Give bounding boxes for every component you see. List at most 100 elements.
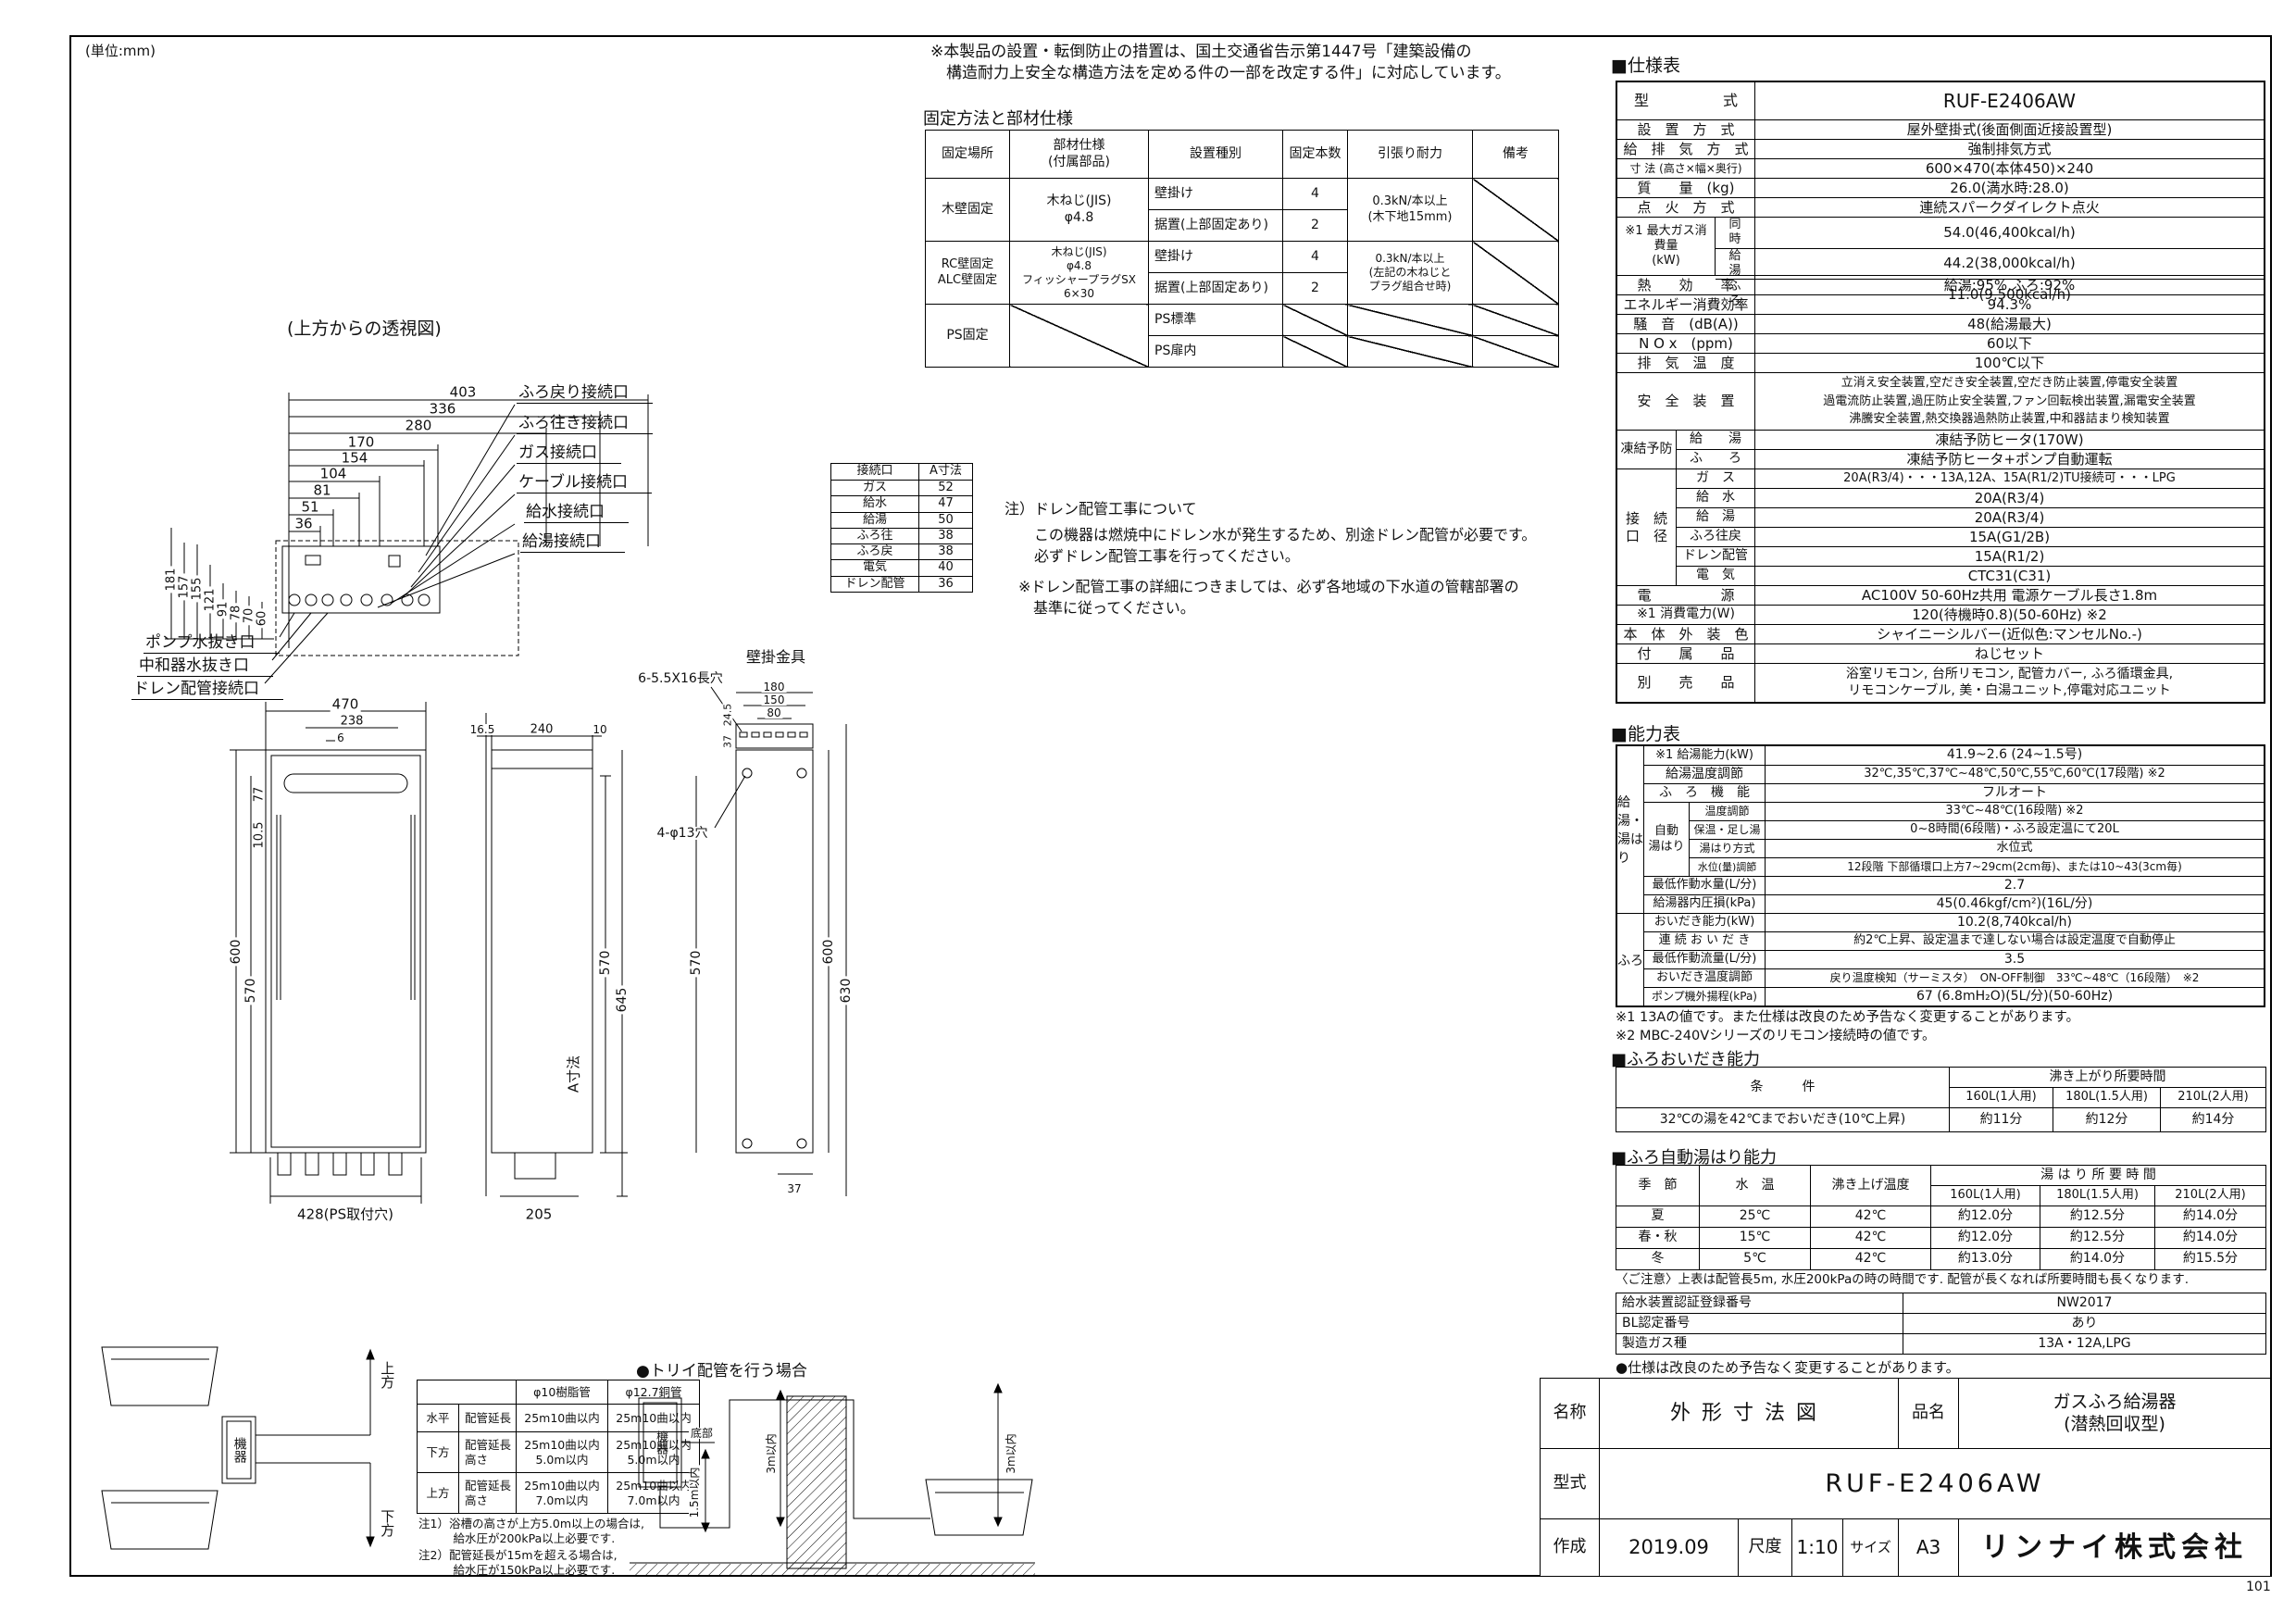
- top-vdim: 91: [216, 599, 231, 619]
- cap-r12-value: 3.5: [2003, 951, 2026, 967]
- piping-item: 配管延長: [458, 1404, 517, 1432]
- spec-accessories-value: ねじセット: [1974, 644, 2044, 662]
- yubari-targettemp: 42℃: [1810, 1248, 1931, 1270]
- top-dim: 51: [299, 498, 321, 516]
- piping-dir: 下方: [417, 1431, 459, 1473]
- spec-weight-value: 26.0(満水時:28.0): [1950, 179, 2069, 196]
- title-model-value: RUF-E2406AW: [1598, 1448, 2272, 1519]
- cap-r13-value: 戻り温度検知（サーミスタ） ON-OFF制御 33℃~48℃（16段階） ※2: [1829, 971, 2200, 984]
- front-width2-dim: 238: [338, 714, 366, 729]
- bath-down-label: 下方: [379, 1509, 396, 1537]
- spec-power-label: 電 源: [1617, 586, 1755, 605]
- port-label-neutralizer-drain: 中和器水抜き口: [137, 656, 273, 678]
- title-name-label: 名称: [1540, 1378, 1600, 1449]
- top-vdim: 157: [177, 573, 192, 601]
- bracket-bottom-dim: 37: [785, 1182, 804, 1195]
- title-pn-value: ガスふろ給湯器 (潜熱回収型): [1958, 1378, 2272, 1449]
- spec-conn-s2: 給 水: [1677, 489, 1755, 507]
- piping-note2: 注2）配管延長が15mを超える場合は, 給水圧が150kPa以上必要です.: [418, 1548, 618, 1577]
- cap-auto-label: 自動 湯はり: [1644, 803, 1690, 876]
- cap-r3-value: フルオート: [1982, 784, 2047, 800]
- spec-gas-v2: 44.2(38,000kcal/h): [1943, 255, 2076, 272]
- a-row-label: ドレン配管: [830, 575, 919, 593]
- fixing-rc-count1: 4: [1282, 241, 1348, 273]
- front-height2-dim: 570: [243, 976, 258, 1006]
- title-pn-label: 品名: [1898, 1378, 1960, 1449]
- bracket-dim-630: 630: [839, 976, 854, 1006]
- spec-conn-label: 接 続 口 径: [1617, 469, 1677, 585]
- yubari-table: 季 節 水 温 沸き上げ温度 湯 は り 所 要 時 間 160L(1人用) 1…: [1616, 1165, 2266, 1270]
- a-row-label: 電気: [830, 559, 919, 577]
- spec-change-note: ●仕様は改良のため予告なく変更することがあります。: [1616, 1359, 1960, 1376]
- top-dim: 36: [293, 515, 315, 532]
- spec-install-label: 設 置 方 式: [1617, 120, 1755, 139]
- cert-r1-label: 給水装置認証登録番号: [1616, 1293, 1903, 1314]
- fixing-rc-parts: 木ねじ(JIS) φ4.8 フィッシャープラグSX 6×30: [1009, 241, 1149, 305]
- piping-value: 25m10曲以内 7.0m以内: [516, 1472, 608, 1514]
- top-dim: 280: [403, 417, 434, 434]
- top-dim: 336: [427, 400, 458, 418]
- cap-r1-label: ※1 給湯能力(kW): [1644, 746, 1766, 765]
- fixing-header-note: 備考: [1472, 130, 1559, 179]
- bracket-dim-570: 570: [689, 948, 704, 978]
- bracket-label: 壁掛金具: [743, 648, 808, 666]
- spec-consumption-value: 120(待機時0.8)(50-60Hz) ※2: [1912, 606, 2107, 623]
- port-label-hotwater: 給湯接続口: [520, 532, 625, 554]
- spec-conn-s1: ガ ス: [1677, 469, 1755, 488]
- spec-exhtemp-value: 100℃以下: [1974, 354, 2045, 371]
- empty-cell: [1347, 335, 1473, 368]
- yubari-temp-header: 水 温: [1699, 1165, 1811, 1206]
- spec-exhaust-label: 給 排 気 方 式: [1617, 140, 1755, 158]
- side-dim-165: 16.5: [468, 723, 497, 736]
- fixing-wood-pull: 0.3kN/本以上 (木下地15mm): [1347, 178, 1473, 242]
- title-block: 名称 外形寸法図 品名 ガスふろ給湯器 (潜熱回収型) 型式 RUF-E2406…: [1540, 1378, 2272, 1577]
- cap-r10-label: おいだき能力(kW): [1644, 914, 1766, 931]
- yubari-watertemp: 5℃: [1699, 1248, 1811, 1270]
- torii-dim-3m-left: 3m以内: [765, 1431, 778, 1476]
- top-dim: 154: [339, 449, 370, 467]
- bracket-dim-600: 600: [821, 937, 836, 967]
- cap-r8-value: 2.7: [2003, 877, 2026, 893]
- oidaki-c1: 160L(1人用): [1949, 1087, 2053, 1108]
- a-row-label: 給湯: [830, 511, 919, 529]
- spec-optional-label: 別 売 品: [1617, 664, 1755, 702]
- top-vdim: 155: [190, 575, 205, 603]
- fixing-ps-type1: PS標準: [1148, 304, 1283, 336]
- cap-r9-value: 45(0.46kgf/cm²)(16L/分): [1936, 895, 2093, 911]
- yubari-time: 約14.0分: [2154, 1206, 2266, 1228]
- fixing-header-type: 設置種別: [1148, 130, 1283, 179]
- bath-unit-label: 機器: [231, 1437, 247, 1463]
- yubari-season-header: 季 節: [1616, 1165, 1700, 1206]
- capacity-note2: ※2 MBC-240Vシリーズのリモコン接続時の値です。: [1616, 1029, 1936, 1043]
- a-row-label: 給水: [830, 495, 919, 513]
- empty-cell: [417, 1380, 517, 1405]
- cap-r11-value: 約2℃上昇、設定温まで達しない場合は設定温度で自動停止: [1853, 933, 2176, 948]
- spec-energy-label: エネルギー消費効率: [1617, 295, 1755, 314]
- yubari-c2: 180L(1.5人用): [2040, 1185, 2155, 1206]
- torii-dim-3m-right: 3m以内: [1004, 1431, 1017, 1476]
- port-label-drain-pipe: ドレン配管接続口: [131, 680, 283, 701]
- fixing-rc-type2: 据置(上部固定あり): [1148, 272, 1283, 305]
- yubari-time: 約14.0分: [2040, 1248, 2155, 1270]
- piping-value: 25m10曲以内: [607, 1404, 700, 1432]
- spec-freeze-s1: 給 湯: [1677, 431, 1755, 449]
- cap-r11-label: 連 続 お い だ き: [1644, 932, 1766, 950]
- title-model-label: 型式: [1540, 1448, 1600, 1519]
- cap-auto-v3: 水位式: [1996, 841, 2033, 856]
- yubari-season: 春・秋: [1616, 1227, 1700, 1249]
- cap-r3-label: ふ ろ 機 能: [1644, 784, 1766, 802]
- a-table-h2: A寸法: [918, 463, 973, 481]
- bracket-hole-label: 4-φ13穴: [655, 826, 710, 841]
- bracket-dim-150: 150: [761, 693, 787, 706]
- fixing-rc-place: RC壁固定 ALC壁固定: [925, 241, 1010, 305]
- bracket-dim-180: 180: [761, 681, 787, 693]
- spec-consumption-label: ※1 消費電力(W): [1617, 606, 1755, 624]
- fixing-wood-type2: 据置(上部固定あり): [1148, 209, 1283, 242]
- title-size-label: サイズ: [1841, 1518, 1900, 1577]
- oidaki-c2: 180L(1.5人用): [2053, 1087, 2161, 1108]
- spec-accessories-label: 付 属 品: [1617, 644, 1755, 663]
- top-dim: 81: [311, 481, 333, 499]
- a-row-value: 47: [918, 495, 973, 513]
- oidaki-t3: 約14分: [2159, 1107, 2267, 1132]
